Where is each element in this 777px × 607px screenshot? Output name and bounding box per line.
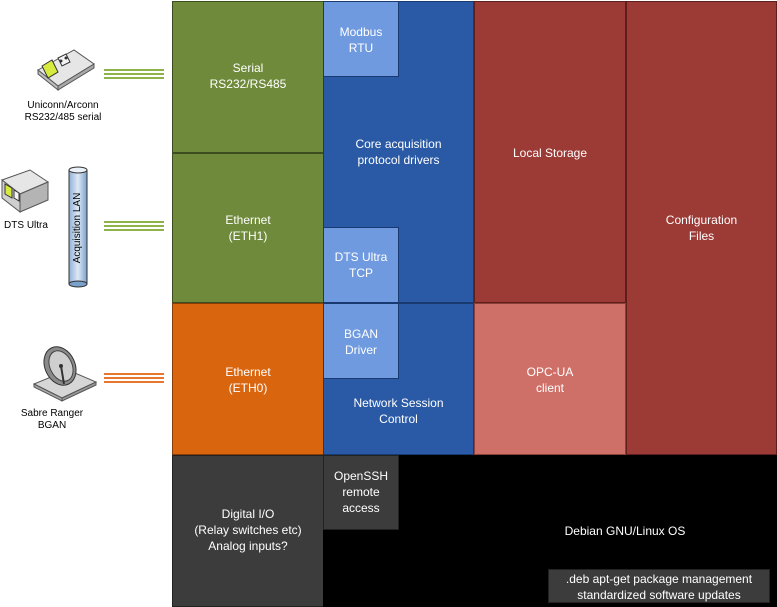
config-files-block: Configuration Files <box>626 1 777 455</box>
digital-io-label: Digital I/O (Relay switches etc) Analog … <box>194 507 302 553</box>
serial-label: Serial RS232/RS485 <box>209 61 287 91</box>
config-files-label: Configuration Files <box>665 213 738 243</box>
eth1-block: Ethernet (ETH1) <box>172 153 324 303</box>
local-storage-block: Local Storage <box>474 1 626 303</box>
lan-label: Acquisition LAN <box>72 192 83 264</box>
opcua-label: OPC-UA client <box>526 365 574 395</box>
bgan-label: Sabre Ranger BGAN <box>20 408 84 431</box>
eth1-label: Ethernet (ETH1) <box>225 213 271 243</box>
network-session-label: Network Session Control <box>353 396 444 426</box>
debian-label: Debian GNU/Linux OS <box>564 524 686 538</box>
dts-label: DTS Ultra <box>4 220 48 231</box>
modbus-label: Modbus RTU <box>339 25 383 55</box>
eth0-label: Ethernet (ETH0) <box>225 365 271 395</box>
eth0-block: Ethernet (ETH0) <box>172 303 324 455</box>
serial-block: Serial RS232/RS485 <box>172 1 324 153</box>
lan-pipe-icon <box>68 166 88 288</box>
bgan-driver-block: BGAN Driver <box>323 303 399 379</box>
openssh-block: OpenSSH remote access <box>323 455 399 530</box>
openssh-label: OpenSSH remote access <box>333 469 389 515</box>
serial-device-icon <box>37 49 95 92</box>
modbus-block: Modbus RTU <box>323 1 399 77</box>
dts-tcp-label: DTS Ultra TCP <box>334 250 388 280</box>
opcua-block: OPC-UA client <box>474 303 626 455</box>
dts-tcp-block: DTS Ultra TCP <box>323 227 399 303</box>
serial-connector <box>104 69 164 81</box>
bgan-connector <box>104 373 164 385</box>
local-storage-label: Local Storage <box>512 146 588 160</box>
digital-io-block: Digital I/O (Relay switches etc) Analog … <box>172 455 324 607</box>
core-drivers-label: Core acquisition protocol drivers <box>355 137 442 167</box>
deb-package-label: .deb apt-get package management standard… <box>565 572 753 602</box>
satellite-dish-icon <box>32 346 98 402</box>
ethernet-connector <box>104 221 164 233</box>
dts-device-icon <box>0 169 50 214</box>
uniconn-label: Uniconn/Arconn RS232/485 serial <box>24 100 102 123</box>
bgan-driver-label: BGAN Driver <box>343 327 378 357</box>
deb-package-block: .deb apt-get package management standard… <box>548 569 770 603</box>
